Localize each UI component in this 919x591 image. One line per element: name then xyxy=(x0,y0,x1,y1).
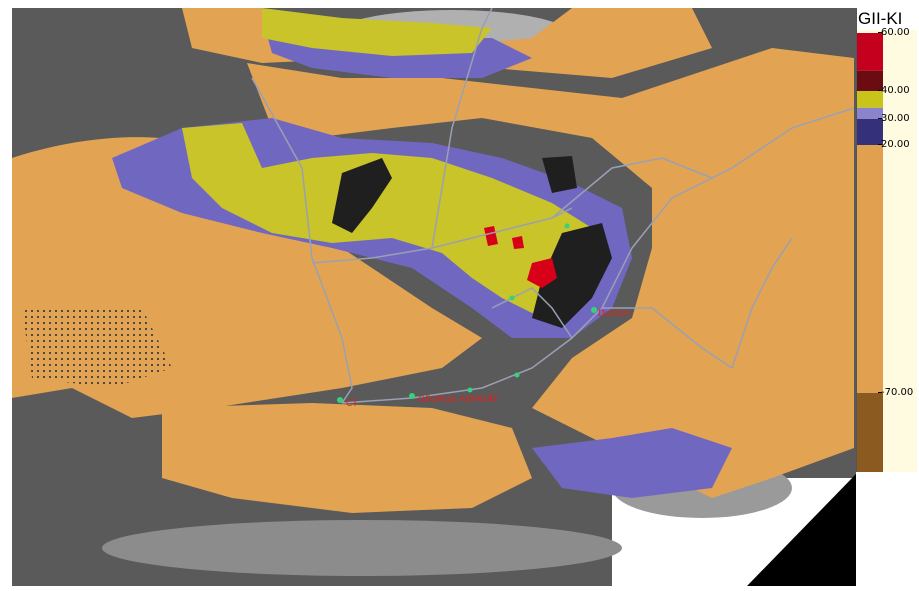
color-legend: GII-KI 60.00 40.00 30.00 20.00 -70.00 xyxy=(856,8,918,472)
legend-color-bar xyxy=(857,33,883,472)
region-dark-cells xyxy=(332,158,392,233)
legend-tick-label: 40.00 xyxy=(878,85,910,96)
station-marker xyxy=(409,393,415,399)
boundaries xyxy=(251,8,855,404)
station-label: Durban xyxy=(598,309,631,319)
legend-band xyxy=(857,107,883,119)
station-marker xyxy=(509,295,515,301)
station-label: GEORGE AIRPORT xyxy=(418,395,499,405)
station-marker xyxy=(514,372,520,378)
cloud-band-south xyxy=(102,520,622,576)
region-dark-cells-east xyxy=(532,223,612,328)
legend-tick-label: 30.00 xyxy=(878,113,910,124)
region-speckled xyxy=(22,308,172,388)
station-marker xyxy=(591,307,597,313)
legend-band xyxy=(857,33,883,71)
legend-tick-label: 60.00 xyxy=(878,27,910,38)
region-very-high-index-3 xyxy=(512,236,524,249)
region-low-index-central xyxy=(247,48,854,498)
legend-band xyxy=(857,393,883,472)
region-very-high-index xyxy=(527,258,557,288)
region-high-index-north xyxy=(262,8,492,56)
station-marker xyxy=(337,397,343,403)
legend-band xyxy=(857,91,883,108)
legend-title: GII-KI xyxy=(857,8,918,30)
kindex-map: Durban CT GEORGE AIRPORT xyxy=(12,8,856,586)
region-low-index-south xyxy=(162,403,532,513)
station-george: GEORGE AIRPORT xyxy=(409,393,499,405)
swath-blank xyxy=(747,474,856,586)
region-mid-index-se xyxy=(532,428,732,498)
station-marker xyxy=(467,387,473,393)
station-ct: CT xyxy=(337,397,358,409)
station-label: CT xyxy=(346,399,358,409)
region-dark-cells-northeast xyxy=(542,156,577,193)
unlabeled-stations xyxy=(467,223,570,393)
region-very-high-index-2 xyxy=(484,226,498,246)
region-high-index xyxy=(182,123,602,313)
station-durban: Durban xyxy=(591,307,631,319)
legend-band xyxy=(857,70,883,91)
station-marker xyxy=(564,223,570,229)
legend-tick-label: -70.00 xyxy=(877,387,914,398)
legend-band xyxy=(857,119,883,145)
legend-tick-label: 20.00 xyxy=(878,139,910,150)
